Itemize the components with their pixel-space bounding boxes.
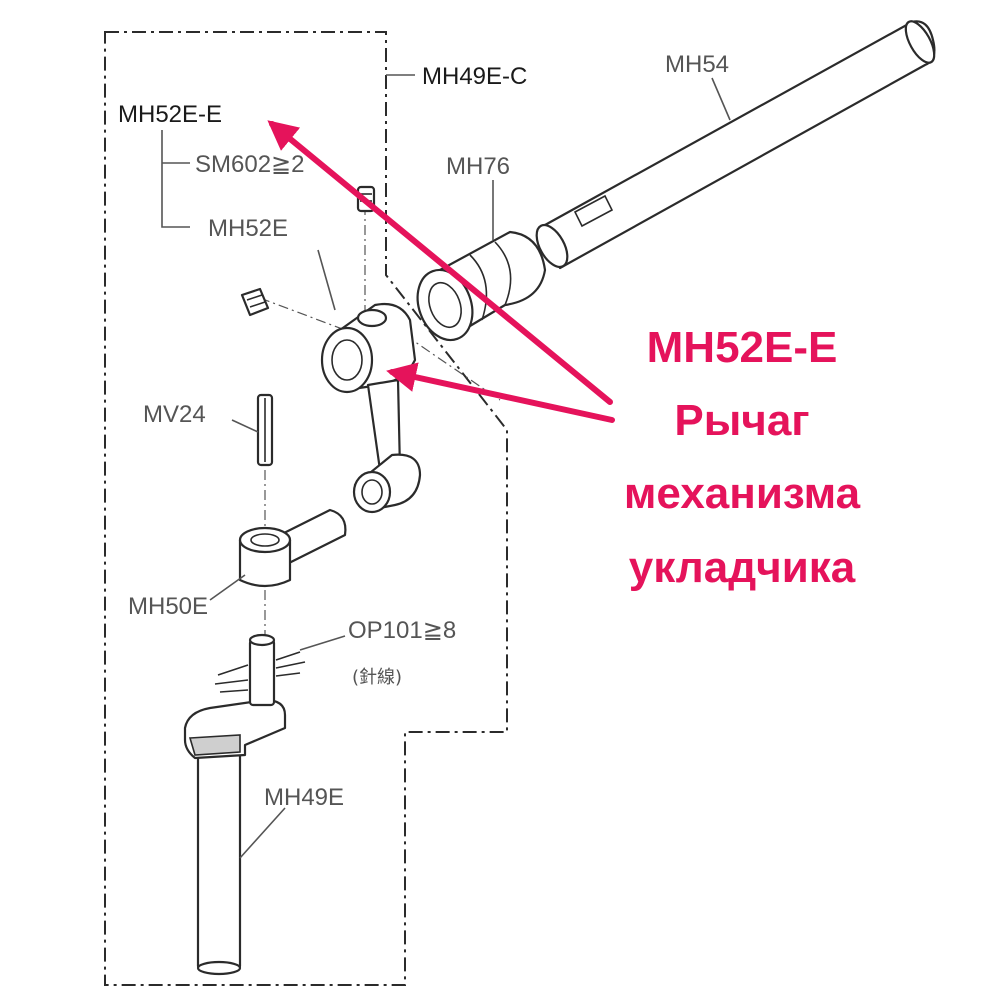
label-wick-note: (針線) bbox=[352, 667, 402, 688]
mh76-bushing bbox=[416, 230, 547, 342]
mh50e-link bbox=[238, 508, 347, 588]
set-screw-left bbox=[240, 287, 270, 317]
mh49e-shaft bbox=[183, 633, 306, 976]
mh52e-lever bbox=[320, 302, 422, 514]
label-link: MH50E bbox=[128, 593, 208, 620]
label-pin: MV24 bbox=[143, 401, 206, 428]
leader-link bbox=[209, 574, 246, 601]
callout-line-1: Рычаг bbox=[674, 396, 809, 445]
callout-line-3: укладчика bbox=[629, 543, 856, 592]
assembly-boundary bbox=[104, 31, 508, 986]
leader-wick bbox=[299, 635, 346, 651]
callout-code: MH52E-E bbox=[647, 323, 838, 372]
label-wick: OP101≧8 bbox=[348, 617, 456, 644]
callout-line-2: механизма bbox=[624, 469, 861, 518]
callout-arrow-to-lever bbox=[386, 362, 615, 423]
label-bushing: MH76 bbox=[446, 153, 510, 180]
center-line-lever bbox=[259, 297, 346, 331]
leader-pin bbox=[231, 419, 259, 433]
mh54-shaft bbox=[535, 20, 936, 270]
mv24-pin bbox=[256, 393, 274, 467]
label-lever-body: MH52E bbox=[208, 215, 288, 242]
label-lower-shaft: MH49E bbox=[264, 784, 344, 811]
leader-lever-body bbox=[317, 249, 336, 311]
label-assembly-group: MH49E-C bbox=[422, 63, 527, 90]
callout-arrow-to-code bbox=[267, 120, 613, 405]
leader-lower-shaft bbox=[239, 807, 286, 859]
label-assembly-sub: MH52E-E bbox=[118, 101, 222, 128]
leader-shaft bbox=[711, 77, 731, 121]
label-shaft: MH54 bbox=[665, 51, 729, 78]
label-set-screw: SM602≧2 bbox=[195, 151, 305, 178]
leader-sub-tree bbox=[161, 130, 190, 228]
